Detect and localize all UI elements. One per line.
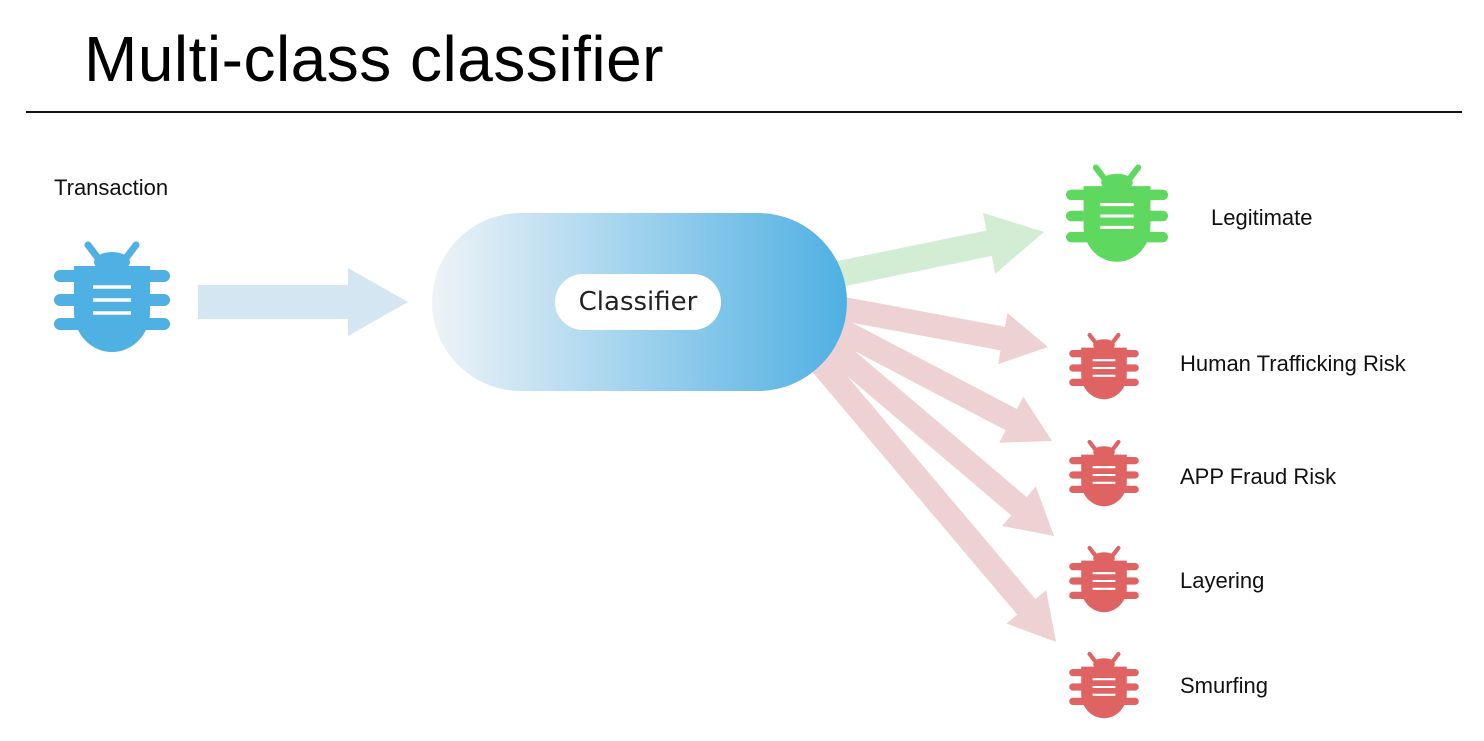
output-label-legitimate: Legitimate <box>1211 205 1313 230</box>
output-label-layering: Layering <box>1180 568 1265 593</box>
input-arrow <box>198 268 408 336</box>
output-label-human-trafficking: Human Trafficking Risk <box>1180 351 1406 376</box>
app-fraud-bug-icon <box>1069 439 1139 507</box>
human-trafficking-bug-icon <box>1069 332 1139 400</box>
legitimate-bug-icon <box>1065 164 1169 262</box>
input-label: Transaction <box>54 175 169 200</box>
arrow-to-legitimate <box>797 212 1044 295</box>
arrow-to-app-fraud <box>800 301 1052 443</box>
classifier-label: Classifier <box>555 274 721 330</box>
slide-title: Multi-class classifier <box>84 23 664 95</box>
output-label-smurfing: Smurfing <box>1180 673 1269 698</box>
title-divider <box>26 111 1462 113</box>
layering-bug-icon <box>1069 545 1139 613</box>
arrow-to-layering <box>794 312 1054 536</box>
arrow-to-smurfing <box>786 326 1056 642</box>
arrow-to-human-trafficking <box>803 290 1048 365</box>
smurfing-bug-icon <box>1069 651 1139 719</box>
output-label-app-fraud: APP Fraud Risk <box>1180 464 1337 489</box>
input-bug-icon <box>54 241 170 352</box>
